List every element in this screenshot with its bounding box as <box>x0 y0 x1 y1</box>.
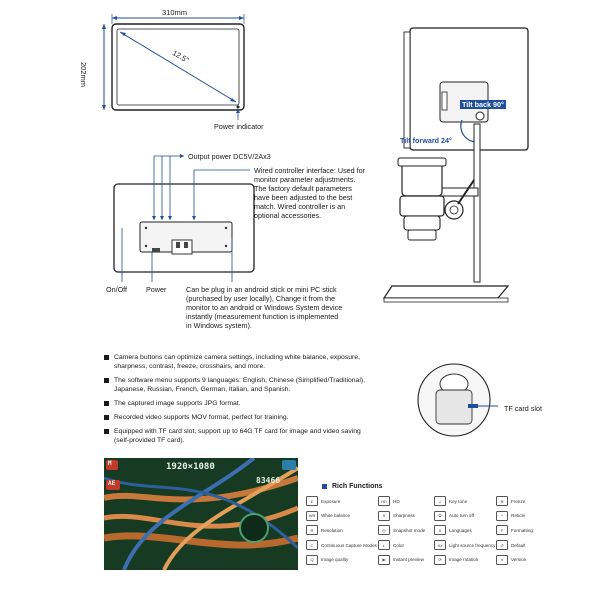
function-icon: ◎ <box>378 525 390 536</box>
rich-function-item: ▶Instant preview <box>378 552 434 567</box>
monitor-height-label: 202mm <box>79 62 88 88</box>
function-label: Color <box>393 542 404 548</box>
function-label: Default <box>511 542 526 548</box>
monitor-width-label: 310mm <box>162 8 188 17</box>
rich-functions-title: Rich Functions <box>322 483 383 490</box>
android-stick-note: Can be plug in an android stick or mini … <box>186 285 343 330</box>
function-icon: Q <box>306 554 318 565</box>
tf-card-slot-closeup <box>417 363 498 437</box>
resolution-overlay: 1920×1080 <box>166 462 215 472</box>
function-icon: S <box>378 510 390 521</box>
on-off-label: On/Off <box>106 285 128 294</box>
pcb-image <box>104 458 298 570</box>
function-icon: WB <box>306 510 318 521</box>
rich-function-item: ↺Default <box>496 538 551 553</box>
list-item: The software menu supports 9 languages: … <box>104 376 404 394</box>
function-icon: ♫ <box>434 496 446 507</box>
monitor-back-diagram <box>113 154 255 282</box>
function-label: White balance <box>321 513 351 519</box>
function-icon: E <box>306 496 318 507</box>
function-icon: A <box>434 525 446 536</box>
function-label: Continuous Capture Modes <box>321 542 377 548</box>
feature-list: Camera buttons can optimize camera setti… <box>104 353 404 450</box>
function-label: Light source frequency <box>449 542 496 548</box>
rich-function-item: +Reticle <box>496 509 551 524</box>
output-power-label: Output power DC5V/2Ax3 <box>188 152 271 161</box>
rich-function-item: ◎Snapshot mode <box>378 523 434 538</box>
function-icon: HD <box>378 496 390 507</box>
mode-badge: M <box>108 460 112 467</box>
function-icon: ⏻ <box>434 510 446 521</box>
function-label: Key tone <box>449 498 468 504</box>
tilt-back-label: Tilt back 90° <box>460 100 506 109</box>
wired-controller-note: Wired controller interface: Used for mon… <box>254 166 366 220</box>
function-icon: ▶ <box>378 554 390 565</box>
function-label: Reticle <box>511 513 526 519</box>
function-icon: C <box>306 540 318 551</box>
function-icon: ↺ <box>496 540 508 551</box>
function-label: Freeze <box>511 498 526 504</box>
function-label: HD <box>393 498 400 504</box>
function-label: Formatting <box>511 527 533 533</box>
function-label: Auto turn off <box>449 513 474 519</box>
function-label: Instant preview <box>393 557 424 563</box>
sample-image-preview: 1920×1080 83466 M AE <box>104 458 298 570</box>
power-indicator-label: Power indicator <box>214 122 264 131</box>
list-item: Camera buttons can optimize camera setti… <box>104 353 404 371</box>
rich-function-item: ⏻Auto turn off <box>434 509 496 524</box>
rich-function-item: ⟳Image rotation <box>434 552 496 567</box>
monitor-front-diagram <box>102 14 245 120</box>
tilt-forward-label: Tilt forward 24° <box>400 136 452 145</box>
microscope-stand-diagram <box>382 27 529 303</box>
function-label: Languages <box>449 527 472 533</box>
function-label: Snapshot mode <box>393 527 426 533</box>
function-label: Exposure <box>321 498 341 504</box>
power-label: Power <box>146 285 167 294</box>
rich-function-item: ◐Color <box>378 538 434 553</box>
ae-badge: AE <box>108 480 116 487</box>
rich-function-item: ♫Key tone <box>434 494 496 509</box>
rich-function-item: ❄Freeze <box>496 494 551 509</box>
function-icon: + <box>496 510 508 521</box>
list-item: Equipped with TF card slot, support up t… <box>104 427 404 445</box>
tf-card-slot-label: TF card slot <box>504 404 542 413</box>
function-icon: Hz <box>434 540 446 551</box>
function-icon: ❄ <box>496 496 508 507</box>
function-icon: ◐ <box>378 540 390 551</box>
counter-overlay: 83466 <box>256 476 281 485</box>
list-item: Recorded video supports MOV format, perf… <box>104 413 404 422</box>
function-label: Image quality <box>321 557 349 563</box>
function-label: Image rotation <box>449 557 479 563</box>
function-icon: F <box>496 525 508 536</box>
function-icon: R <box>306 525 318 536</box>
list-item: The captured image supports JPG format. <box>104 399 404 408</box>
function-icon: ⟳ <box>434 554 446 565</box>
function-icon: V <box>496 554 508 565</box>
function-label: Resolution <box>321 527 343 533</box>
function-label: Version <box>511 557 527 563</box>
function-label: Sharpness <box>393 513 415 519</box>
